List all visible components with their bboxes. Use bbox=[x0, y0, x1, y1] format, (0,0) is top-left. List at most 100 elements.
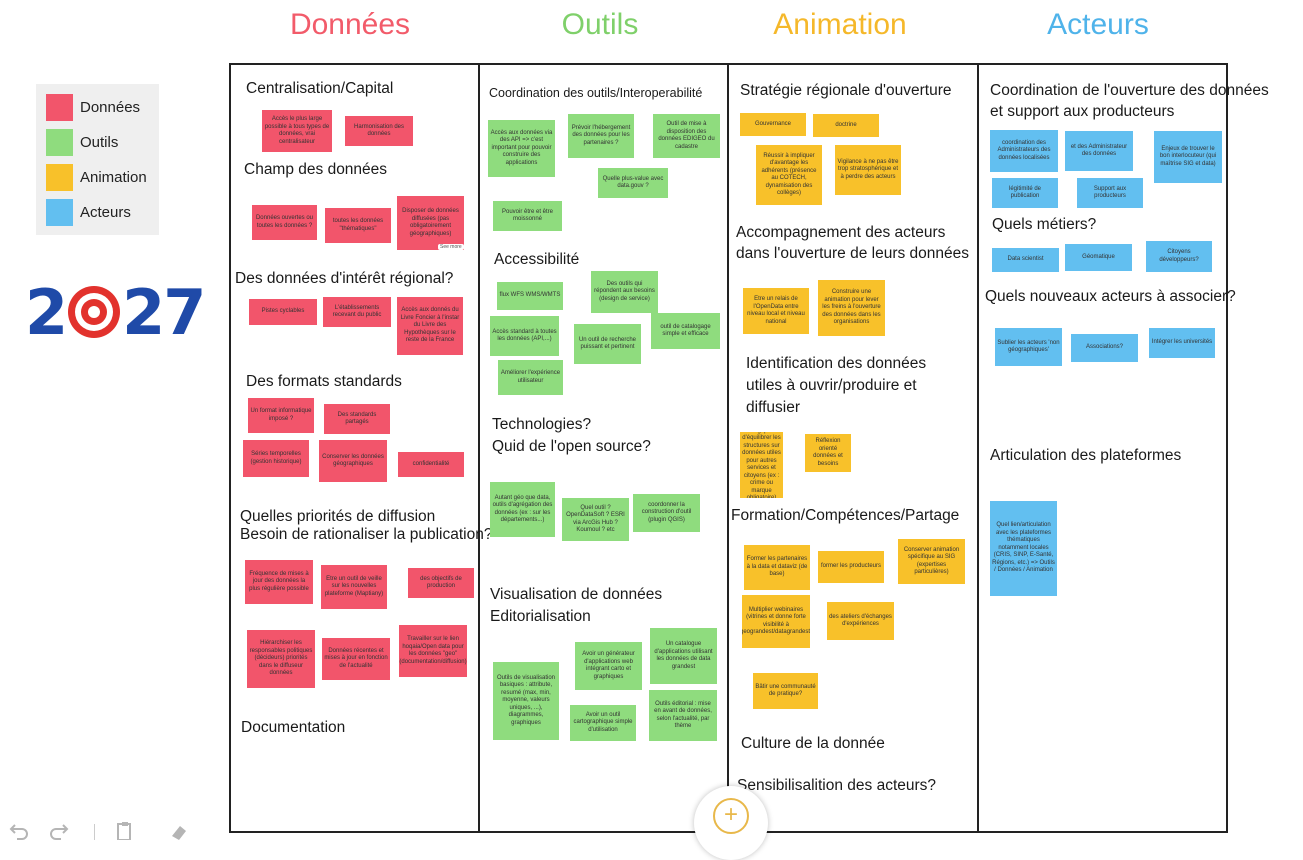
sticky-note[interactable]: Des outils qui répondent aux besoins (de… bbox=[591, 271, 658, 313]
sticky-note[interactable]: coordonner la construction d'outil (plug… bbox=[633, 494, 700, 532]
sticky-note[interactable]: Un format informatique imposé ? bbox=[248, 398, 314, 433]
paste-icon[interactable] bbox=[114, 822, 136, 846]
sticky-note[interactable]: Gouvernance bbox=[740, 113, 806, 136]
sticky-note[interactable]: Logique d'équilibrer les structures sur … bbox=[740, 432, 783, 498]
sticky-note[interactable]: Pouvoir être et être moissonné bbox=[493, 201, 562, 231]
sticky-note[interactable]: Multiplier webinaires (vitrines et donne… bbox=[742, 595, 810, 648]
column-title-donnees: Données bbox=[289, 8, 411, 41]
logo-digits: 27 bbox=[122, 275, 206, 349]
section-diffusier: diffusier bbox=[746, 399, 800, 416]
sticky-note[interactable]: Enjeux de trouver le bon interlocuteur (… bbox=[1154, 131, 1222, 183]
sticky-note[interactable]: flux WFS WMS/WMTS bbox=[497, 282, 563, 310]
section-champ-donnees: Champ des données bbox=[244, 161, 388, 178]
sticky-note[interactable]: outil de catalogage simple et efficace bbox=[651, 313, 720, 349]
sticky-note[interactable]: Vigilance à ne pas être trop stratosphér… bbox=[835, 145, 901, 195]
section-nouveaux-acteurs: Quels nouveaux acteurs à associer? bbox=[985, 288, 1236, 305]
see-more-tag[interactable]: See more bbox=[438, 244, 464, 250]
sticky-note[interactable]: doctrine bbox=[813, 114, 879, 137]
eraser-icon[interactable] bbox=[168, 822, 190, 846]
sticky-note[interactable]: former les producteurs bbox=[818, 551, 884, 583]
sticky-note[interactable]: Avoir un outil cartographique simple d'u… bbox=[570, 705, 636, 741]
redo-icon[interactable] bbox=[48, 822, 70, 846]
sticky-note[interactable]: Quelle plus-value avec data.gouv ? bbox=[598, 168, 668, 198]
sticky-note[interactable]: Accès standard à toutes les données (API… bbox=[490, 316, 559, 356]
sticky-note[interactable]: Des standards partagés bbox=[324, 404, 390, 434]
section-accessibilite: Accessibilité bbox=[494, 251, 580, 268]
sticky-note[interactable]: Pistes cyclables bbox=[249, 299, 317, 325]
sticky-note[interactable]: légitimité de publication bbox=[992, 178, 1058, 208]
sticky-note[interactable]: Harmonisation des données bbox=[345, 116, 413, 146]
sticky-note[interactable]: Sublier les acteurs 'non géographiques' bbox=[995, 328, 1062, 366]
legend-item-animation: Animation bbox=[46, 163, 147, 191]
sticky-note[interactable]: Outil de mise à disposition des données … bbox=[653, 114, 720, 158]
section-formation: Formation/Compétences/Partage bbox=[731, 507, 960, 524]
sticky-note[interactable]: Autant géo que data, outils d'agrégation… bbox=[490, 482, 555, 537]
sticky-note[interactable]: Accès le plus large possible à tous type… bbox=[262, 110, 332, 152]
sticky-note[interactable]: Bâtir une communauté de pratique? bbox=[753, 673, 818, 709]
sticky-note[interactable]: Prévoir l'hébergement des données pour l… bbox=[568, 114, 634, 158]
sticky-note[interactable]: des objectifs de production bbox=[408, 568, 474, 598]
legend-item-outils: Outils bbox=[46, 128, 118, 156]
sticky-note[interactable]: Un outil de recherche puissant et pertin… bbox=[574, 324, 641, 364]
section-ouverture-donnees: dans l'ouverture de leurs données bbox=[736, 245, 970, 262]
sticky-note[interactable]: Fréquence de mises à jour des données la… bbox=[245, 560, 313, 604]
section-visualisation: Visualisation de données bbox=[490, 586, 663, 603]
sticky-note[interactable]: Etre un outil de veille sur les nouvelle… bbox=[321, 565, 387, 609]
legend-label: Outils bbox=[80, 133, 119, 151]
sticky-note[interactable]: Accès aux donnés du Livre Foncier à l'in… bbox=[397, 297, 463, 355]
sticky-note[interactable]: Outils éditorial : mise en avant de donn… bbox=[649, 690, 717, 741]
sticky-note[interactable]: coordination des Administrateurs des don… bbox=[990, 130, 1058, 172]
section-culture-donnee: Culture de la donnée bbox=[741, 735, 885, 752]
sticky-note[interactable]: Travailler sur le lien hoqaia/Open data … bbox=[399, 625, 467, 677]
sticky-note[interactable]: toutes les données "thématiques" bbox=[325, 208, 391, 243]
column-title-outils: Outils bbox=[561, 8, 639, 41]
column-acteurs bbox=[977, 63, 1228, 833]
add-note-button[interactable]: + bbox=[694, 786, 768, 860]
sticky-note[interactable]: Réflexion orienté données et besoins bbox=[805, 434, 851, 472]
sticky-note[interactable]: Outils de visualisation basiques : attri… bbox=[493, 662, 559, 740]
sticky-note[interactable]: Avoir un générateur d'applications web i… bbox=[575, 642, 642, 690]
legend: Données Outils Animation Acteurs bbox=[36, 84, 159, 235]
sticky-note[interactable]: Données ouvertes ou toutes les données ? bbox=[252, 205, 317, 240]
toolbar-divider bbox=[94, 824, 95, 840]
sticky-note[interactable]: Intégrer les universités bbox=[1149, 328, 1215, 358]
sticky-note[interactable]: Hiérarchiser les responsables politiques… bbox=[247, 630, 315, 688]
sticky-note[interactable]: Support aux producteurs bbox=[1077, 178, 1143, 208]
legend-item-acteurs: Acteurs bbox=[46, 198, 131, 226]
sticky-note[interactable]: Construire une animation pour lever les … bbox=[818, 280, 885, 336]
sticky-note[interactable]: Etre un relais de l'OpenData entre nivea… bbox=[743, 288, 809, 334]
sticky-note[interactable]: Séries temporelles (gestion historique) bbox=[243, 440, 309, 477]
sticky-note[interactable]: Accès aux données via des API => c'est i… bbox=[488, 120, 555, 177]
legend-swatch bbox=[46, 128, 73, 156]
sticky-note[interactable]: Citoyens développeurs? bbox=[1146, 241, 1212, 272]
sticky-note[interactable]: Quel lien/articulation avec les platefor… bbox=[990, 501, 1057, 596]
target-icon bbox=[68, 286, 121, 338]
section-rationaliser: Besoin de rationaliser la publication? bbox=[240, 526, 493, 543]
sticky-note[interactable]: Améliorer l'expérience utilisateur bbox=[498, 360, 563, 395]
sticky-note[interactable]: Géomatique bbox=[1065, 244, 1132, 271]
legend-swatch bbox=[46, 93, 73, 121]
sticky-note[interactable]: Données récentes et mises à jour en fonc… bbox=[322, 638, 390, 680]
section-support-producteurs: et support aux producteurs bbox=[990, 103, 1175, 120]
sticky-note[interactable]: confidentialité bbox=[398, 452, 464, 477]
sticky-note[interactable]: Former les partenaires à la data et data… bbox=[744, 545, 810, 590]
section-articulation-plateformes: Articulation des plateformes bbox=[990, 447, 1182, 464]
sticky-note[interactable]: Réussir à impliquer d'avantage les adhér… bbox=[756, 145, 822, 205]
legend-swatch bbox=[46, 198, 73, 226]
sticky-note[interactable]: et des Administrateur des données bbox=[1065, 131, 1133, 171]
sticky-note[interactable]: Associations? bbox=[1071, 334, 1138, 362]
section-quels-metiers: Quels métiers? bbox=[992, 216, 1097, 233]
section-sensibilisation: Sensibilisalition des acteurs? bbox=[737, 777, 937, 794]
sticky-note[interactable]: des ateliers d'échanges d'expériences bbox=[827, 602, 894, 640]
sticky-note[interactable]: Quel outil ? OpenDataSoft ? ESRI via Arc… bbox=[562, 498, 629, 541]
sticky-note[interactable]: Conserver les données géographiques bbox=[319, 440, 387, 482]
sticky-note[interactable]: L'établissements recevant du public bbox=[323, 297, 391, 327]
sticky-note[interactable]: Data scientist bbox=[992, 248, 1059, 272]
sticky-note[interactable]: Disposer de données diffusées (pas oblig… bbox=[397, 196, 464, 250]
sticky-note[interactable]: Conserver animation spécifique au SIG (e… bbox=[898, 539, 965, 584]
plus-icon: + bbox=[713, 798, 749, 834]
undo-icon[interactable] bbox=[8, 822, 30, 846]
sticky-note[interactable]: Un catalogue d'applications utilisant le… bbox=[650, 628, 717, 684]
section-strategie-regionale: Stratégie régionale d'ouverture bbox=[740, 82, 952, 99]
section-open-source: Quid de l'open source? bbox=[492, 438, 651, 455]
